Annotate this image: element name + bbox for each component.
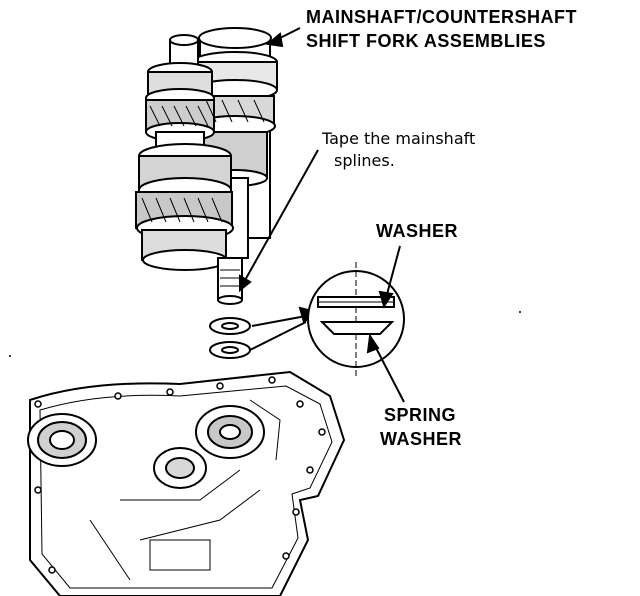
scan-specks bbox=[9, 311, 521, 357]
shaft-assembly bbox=[135, 27, 278, 305]
tape-note-line1: Tape the mainshaft bbox=[322, 129, 476, 148]
washer-detail-circle bbox=[307, 262, 405, 376]
spring-washer-label-line1: SPRING bbox=[384, 405, 457, 425]
assembly-label-line1: MAINSHAFT/COUNTERSHAFT bbox=[306, 7, 577, 27]
spring-washer-label-line2: WASHER bbox=[380, 429, 463, 449]
assembly-label-line2: SHIFT FORK ASSEMBLIES bbox=[306, 31, 546, 51]
transmission-case bbox=[27, 370, 346, 596]
washer-stack bbox=[209, 317, 251, 359]
label-arrows bbox=[239, 27, 405, 403]
tape-note-line2: splines. bbox=[334, 151, 395, 170]
washer-label: WASHER bbox=[376, 221, 459, 241]
washer-leader-lines bbox=[249, 306, 319, 351]
